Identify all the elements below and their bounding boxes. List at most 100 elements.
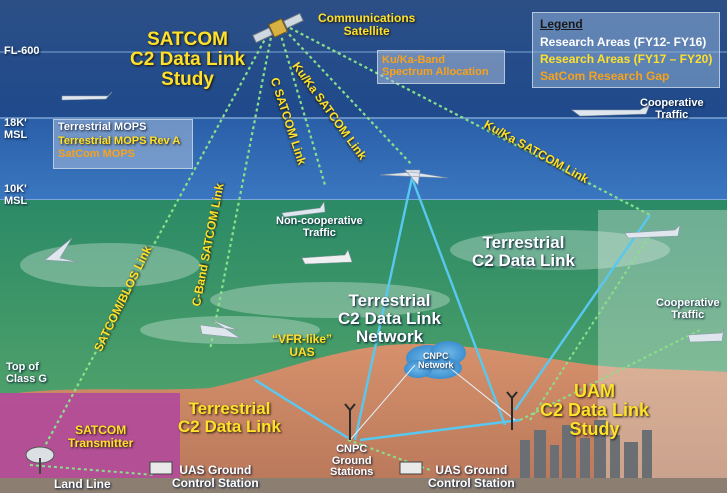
coop-right-line1: Cooperative — [656, 297, 720, 309]
transmitter-line2: Transmitter — [68, 435, 134, 450]
kuka-satcom-link-line-1 — [284, 29, 413, 166]
mops-terrestrial-rev-a: Terrestrial MOPS Rev A — [58, 134, 181, 147]
communications-satellite-icon — [252, 12, 304, 44]
clouds — [20, 230, 670, 344]
cnpc-ground-line3: Stations — [330, 466, 374, 479]
satcom-blos-link-line — [39, 29, 271, 456]
legend-title: Legend — [540, 17, 583, 31]
green-airspace-zone — [0, 200, 727, 395]
airliner-icon — [571, 103, 651, 117]
altitude-18k-msl: MSL — [4, 128, 28, 141]
terrestrial-c2-bottom-label: Terrestrial C2 Data Link — [178, 400, 281, 436]
terrestrial-links — [254, 177, 651, 442]
terrestrial-network-label: Terrestrial C2 Data Link Network — [338, 292, 441, 346]
terr-bottom-line1: Terrestrial — [188, 399, 271, 418]
vfr-line2: UAS — [289, 344, 315, 359]
coop-top-line2: Traffic — [655, 108, 689, 121]
altitude-18k-value: 18K' — [4, 117, 27, 129]
legend-item-fy17: Research Areas (FY17 – FY20) — [540, 52, 713, 66]
gcs-left-line1: UAS Ground — [179, 463, 252, 477]
legend-item-gap: SatCom Research Gap — [540, 69, 670, 83]
satcom-links — [39, 27, 651, 456]
cnpc-network-cloud — [404, 341, 466, 379]
noncoop-line1: Non-cooperative — [276, 215, 363, 227]
altitude-top-class-g: Top of Class G — [6, 361, 47, 385]
altitude-10k-value: 10K' — [4, 183, 27, 195]
uas-gcs-right-label: UAS Ground Control Station — [428, 464, 515, 489]
aircraft-icons — [44, 91, 725, 343]
network-line3: Network — [355, 326, 424, 346]
uam-study-label: UAM C2 Data Link Study — [540, 382, 649, 439]
cnpc-net-line1: CNPC — [423, 351, 449, 361]
cnpc-ground-line1: CNPC — [336, 443, 368, 455]
cnpc-ground-line2: Ground — [331, 454, 372, 467]
network-line2: C2 Data Link — [338, 308, 441, 328]
satcom-study-title: SATCOM C2 Data Link Study — [130, 30, 245, 90]
altitude-10k: 10K' MSL — [4, 183, 28, 207]
uam-line2: C2 Data Link — [540, 399, 650, 420]
cooperative-traffic-top-label: Cooperative Traffic — [640, 97, 704, 121]
altitude-18k: 18K' MSL — [4, 117, 28, 141]
glider-uas-icon — [44, 237, 79, 263]
gcs-truck-left-icon — [149, 461, 173, 475]
cnpc-ground-stations-label: CNPC Ground Stations — [330, 443, 374, 479]
network-line1: Terrestrial — [348, 291, 431, 310]
transmitter-line1: SATCOM — [75, 423, 127, 437]
terr-right-line2: C2 Data Link — [472, 250, 575, 270]
vfr-line1: “VFR-like” — [272, 332, 333, 346]
terrestrial-c2-right-label: Terrestrial C2 Data Link — [472, 234, 575, 270]
terr-right-line1: Terrestrial — [482, 233, 565, 252]
top-class-g-line2: Class G — [6, 372, 47, 385]
mops-box — [53, 119, 193, 169]
top-class-g-line1: Top of — [6, 361, 39, 373]
kuka-spectrum-label: Ku/Ka-Band Spectrum Allocation — [382, 54, 489, 78]
cnpc-towers — [344, 391, 518, 440]
mops-terrestrial: Terrestrial MOPS — [58, 121, 147, 133]
kuka-spectrum-box — [377, 50, 505, 84]
ground-road — [0, 478, 727, 493]
mops-labels: Terrestrial MOPS Terrestrial MOPS Rev A … — [58, 121, 181, 161]
business-jet-icon — [687, 327, 725, 343]
uam-line3: Study — [569, 418, 620, 439]
satcom-ground-zone — [0, 393, 180, 493]
noncooperative-traffic-label: Non-cooperative Traffic — [276, 215, 363, 239]
noncoop-line2: Traffic — [302, 226, 336, 239]
gcs-right-line1: UAS Ground — [435, 463, 508, 477]
land-line-label: Land Line — [54, 477, 111, 491]
satcom-title-line3: Study — [161, 68, 214, 90]
gcs-left-line2: Control Station — [172, 475, 259, 490]
c-satcom-link-line — [278, 31, 327, 186]
cooperative-traffic-right-label: Cooperative Traffic — [656, 297, 720, 321]
satcom-dish-icon — [25, 446, 55, 474]
comm-satellite-line2: Satellite — [343, 23, 390, 38]
communications-satellite-label: Communications Satellite — [318, 12, 415, 37]
gcs-truck-right-icon — [399, 461, 423, 475]
comm-satellite-line1: Communications — [318, 11, 416, 25]
cessna-icon — [301, 249, 353, 265]
legend-box: Legend Research Areas (FY12- FY16) Resea… — [532, 12, 720, 88]
uas-gcs-left-label: UAS Ground Control Station — [172, 464, 259, 489]
vfr-like-uas-label: “VFR-like” UAS — [272, 333, 332, 358]
satcom-title-line1: SATCOM — [147, 29, 228, 50]
c-band-uas-icon — [281, 201, 326, 218]
hale-uas-icon — [379, 169, 449, 186]
city-skyline — [520, 420, 652, 480]
cnpc-net-line2: Network — [418, 360, 454, 371]
kuka-spectrum-line2: Spectrum Allocation — [382, 65, 489, 78]
cnpc-network-label: CNPC Network — [418, 351, 454, 371]
right-uas-icon — [624, 224, 681, 239]
coop-right-line2: Traffic — [671, 308, 705, 321]
kuka-satcom-link-line-2 — [289, 27, 651, 216]
uam-line1: UAM — [574, 381, 616, 401]
altitude-fl600: FL-600 — [4, 45, 40, 57]
gcs-right-line2: Control Station — [428, 475, 515, 490]
legend-item-fy12: Research Areas (FY12- FY16) — [540, 35, 707, 49]
cnpc-links — [349, 364, 516, 441]
kuka-spectrum-line1: Ku/Ka-Band — [382, 54, 445, 66]
vfr-uas-icon — [199, 319, 241, 339]
coop-top-line1: Cooperative — [640, 97, 704, 109]
mops-satcom: SatCom MOPS — [58, 148, 136, 161]
high-altitude-uas-icon — [61, 91, 113, 101]
altitude-10k-msl: MSL — [4, 194, 28, 207]
